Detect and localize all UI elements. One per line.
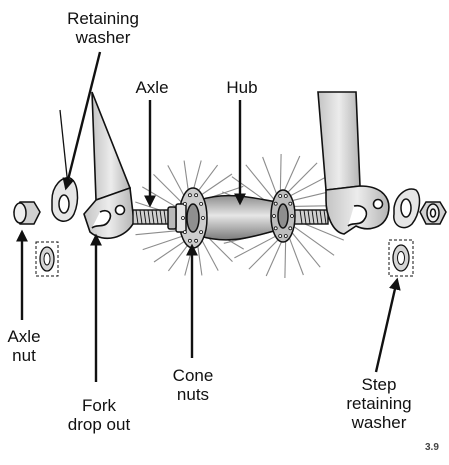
flange-hole xyxy=(284,195,287,198)
flange-hole xyxy=(279,195,282,198)
flange-hole xyxy=(188,239,191,242)
flange-hole xyxy=(274,227,277,230)
spoke xyxy=(290,230,320,267)
flange-hole xyxy=(200,202,203,205)
flange-hole xyxy=(289,227,292,230)
spoke xyxy=(143,235,187,250)
flange-hole xyxy=(291,215,294,218)
flange-hole xyxy=(183,202,186,205)
left-axle-nut xyxy=(14,202,40,224)
flange-hole xyxy=(279,235,282,238)
arrow-step-washer xyxy=(376,280,397,372)
label-cone-nuts: Cone nuts xyxy=(168,366,218,404)
spoke xyxy=(285,237,286,278)
right-fork-blade xyxy=(318,92,389,234)
right-retaining-washer xyxy=(394,189,420,228)
flange-hole xyxy=(188,194,191,197)
right-step-washer xyxy=(389,240,413,276)
label-hub: Hub xyxy=(222,78,262,97)
flange-hole xyxy=(183,231,186,234)
flange-hole xyxy=(284,235,287,238)
label-retaining-washer: Retaining washer xyxy=(62,9,144,47)
spoke xyxy=(288,234,303,275)
label-fork-drop-out: Fork drop out xyxy=(56,396,142,434)
flange-hole xyxy=(182,217,185,220)
flange-hole xyxy=(195,239,198,242)
flange-hole xyxy=(202,217,205,220)
label-axle-nut: Axle nut xyxy=(2,327,46,365)
flange-hole xyxy=(274,202,277,205)
left-step-washer xyxy=(36,242,58,276)
flange-hole xyxy=(289,202,292,205)
label-step-retaining-washer: Step retaining washer xyxy=(336,375,422,432)
right-axle-nut xyxy=(420,202,446,224)
flange-hole xyxy=(273,215,276,218)
left-retaining-washer xyxy=(52,178,77,222)
spoke xyxy=(280,154,281,195)
flange-hole xyxy=(195,194,198,197)
flange-hole xyxy=(200,231,203,234)
spoke xyxy=(246,165,276,202)
figure-number: 3.9 xyxy=(425,442,439,453)
label-axle: Axle xyxy=(128,78,176,97)
spoke xyxy=(263,157,278,198)
